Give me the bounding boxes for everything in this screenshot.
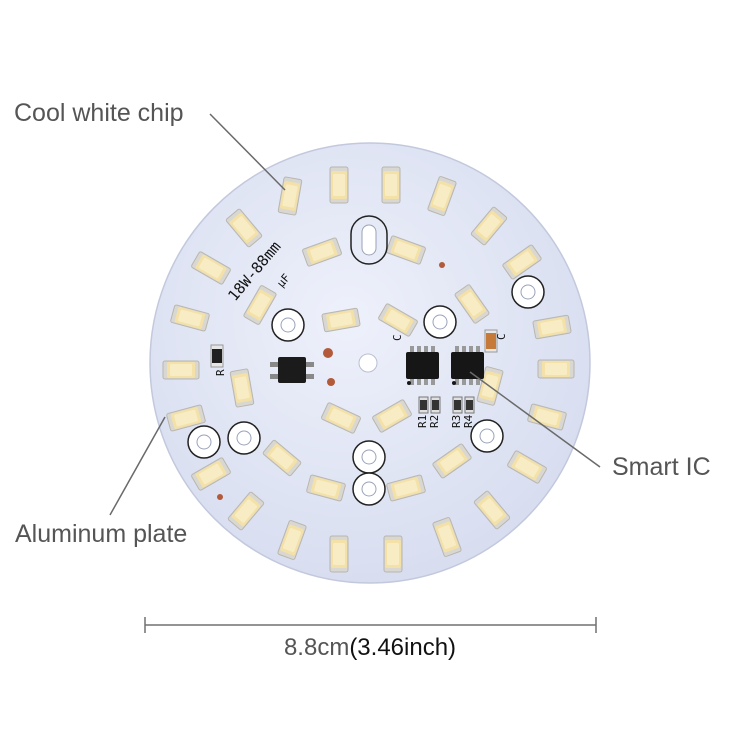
mounting-hole bbox=[470, 419, 504, 453]
led-chip bbox=[383, 535, 403, 573]
board-r1-text: R1 bbox=[416, 415, 429, 428]
dimension-line bbox=[144, 617, 597, 633]
mounting-slot bbox=[350, 215, 388, 265]
smart-ic-chip-left bbox=[406, 346, 439, 385]
center-hole bbox=[358, 353, 378, 373]
mounting-hole bbox=[227, 421, 261, 455]
mounting-hole bbox=[423, 305, 457, 339]
dimension-inch: (3.46inch) bbox=[349, 634, 457, 661]
capacitor bbox=[484, 329, 498, 353]
board-c-left-text: C bbox=[391, 334, 404, 341]
board-c-right-text: C bbox=[495, 333, 508, 340]
led-chip bbox=[162, 360, 200, 380]
led-chip bbox=[329, 535, 349, 573]
led-chip bbox=[329, 166, 349, 204]
ic-leader-line bbox=[469, 371, 601, 468]
mounting-hole bbox=[352, 472, 386, 506]
resistors-r1-r4 bbox=[418, 396, 475, 414]
chip-leader-line bbox=[209, 113, 286, 191]
board-r-text: R bbox=[214, 369, 227, 376]
board-r2-text: R2 bbox=[428, 415, 441, 428]
led-chip bbox=[381, 166, 401, 204]
smart-ic-chip-right bbox=[451, 346, 484, 385]
board-r4-text: R4 bbox=[462, 414, 475, 428]
mounting-hole bbox=[352, 440, 386, 474]
dimension-cm: 8.8cm bbox=[283, 634, 350, 661]
led-chip bbox=[537, 359, 575, 379]
mounting-hole bbox=[187, 425, 221, 459]
board-r3-text: R3 bbox=[450, 415, 463, 428]
mounting-hole bbox=[511, 275, 545, 309]
plate-leader-line bbox=[109, 416, 166, 516]
callout-smart-ic: Smart IC bbox=[612, 453, 711, 481]
callout-cool-white-chip: Cool white chip bbox=[14, 99, 184, 127]
smart-ic bbox=[406, 346, 484, 385]
rectifier-ic bbox=[270, 357, 314, 383]
test-pads bbox=[217, 262, 445, 500]
resistor-r bbox=[210, 344, 224, 368]
dimension-label: 8.8cm(3.46inch) bbox=[0, 634, 740, 662]
mounting-hole bbox=[271, 308, 305, 342]
callout-aluminum-plate: Aluminum plate bbox=[15, 520, 188, 548]
